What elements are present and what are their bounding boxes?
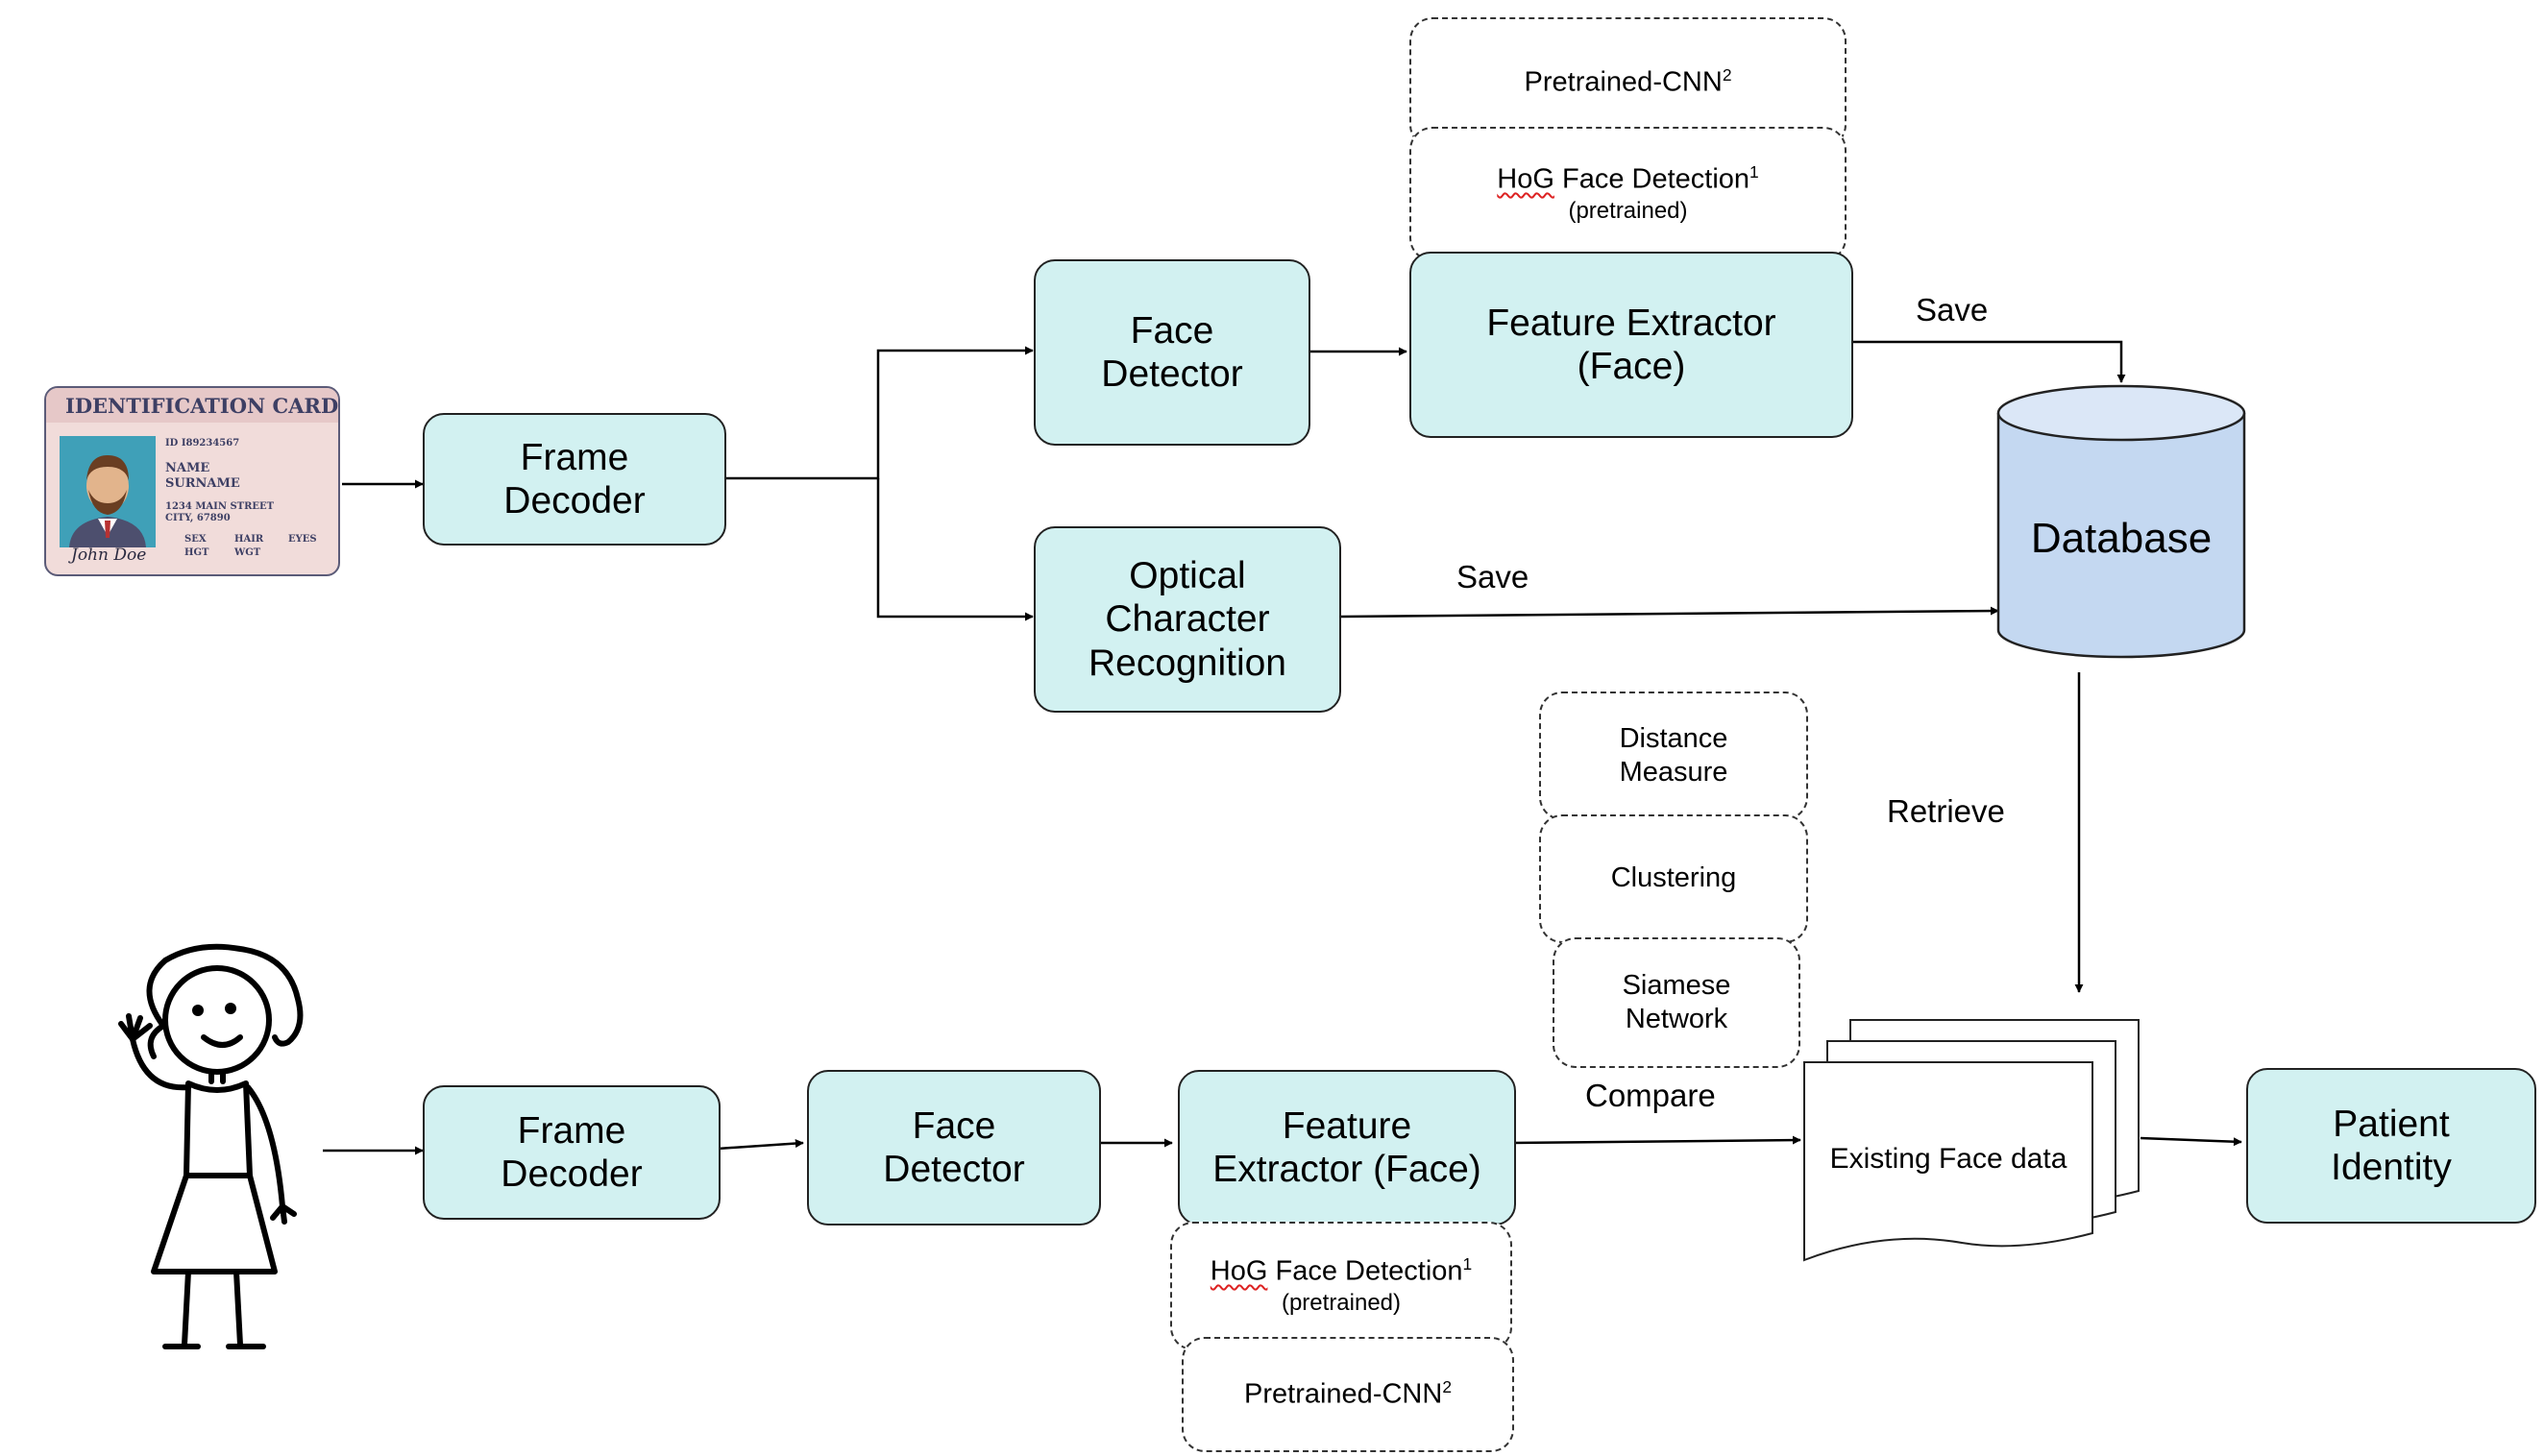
retrieve-label: Retrieve — [1887, 793, 2005, 829]
id-card-title: IDENTIFICATION CARD — [65, 394, 339, 418]
option-distance-measure: Distance Measure — [1539, 692, 1808, 820]
arrow-split-to-ocr — [876, 478, 1034, 621]
id-card-street: 1234 MAIN STREET — [165, 501, 275, 512]
id-card-city: CITY, 67890 — [165, 513, 231, 523]
id-card-number: ID I89234567 — [165, 438, 240, 449]
arrow-extractor-to-database — [1847, 340, 2126, 383]
option-hog-face-detection-top: HoG Face Detection1 (pretrained) — [1409, 127, 1847, 261]
save-label-face: Save — [1916, 292, 1989, 328]
id-card-signature: John Doe — [71, 546, 147, 565]
arrow-ocr-to-database — [1336, 606, 1999, 619]
feature-extractor-box-top: Feature Extractor(Face) — [1409, 252, 1853, 438]
database-label: Database — [2030, 515, 2213, 562]
arrow-split-to-face-detector — [726, 346, 1034, 480]
option-pretrained-cnn-bottom: Pretrained-CNN2 — [1182, 1337, 1514, 1452]
portrait-icon — [69, 455, 146, 547]
arrow-frame-decoder-to-face-detector — [717, 1139, 804, 1151]
option-hog-face-detection-bottom: HoG Face Detection1 (pretrained) — [1170, 1222, 1512, 1350]
id-card-sex: SEX — [184, 534, 207, 545]
id-card-name: NAME — [165, 461, 210, 475]
document-stack — [1803, 1019, 2140, 1262]
option-siamese-network: Siamese Network — [1553, 937, 1800, 1068]
person-head — [162, 965, 272, 1075]
id-card-hair: HAIR — [234, 534, 264, 545]
id-card-hgt: HGT — [184, 547, 209, 558]
database-cylinder — [1996, 384, 2246, 659]
arrow-existing-data-to-patient-identity — [2140, 1136, 2242, 1147]
id-card: IDENTIFICATION CARD ID I89234567 NAME SU… — [44, 386, 340, 576]
id-card-wgt: WGT — [234, 547, 261, 558]
person-skirt — [151, 1173, 278, 1274]
person-figure — [118, 943, 304, 1349]
arrow-extractor-to-existing-data — [1509, 1135, 1801, 1145]
person-torso — [183, 1080, 253, 1178]
option-clustering: Clustering — [1539, 814, 1808, 943]
save-label-ocr: Save — [1456, 559, 1529, 595]
id-card-header — [46, 388, 338, 423]
option-pretrained-cnn-top: Pretrained-CNN2 — [1409, 17, 1847, 148]
existing-face-data-label: Existing Face data — [1829, 1143, 2067, 1175]
compare-label: Compare — [1585, 1078, 1716, 1113]
id-card-surname: SURNAME — [165, 476, 240, 491]
id-card-eyes: EYES — [288, 534, 317, 545]
id-card-photo — [60, 436, 156, 547]
